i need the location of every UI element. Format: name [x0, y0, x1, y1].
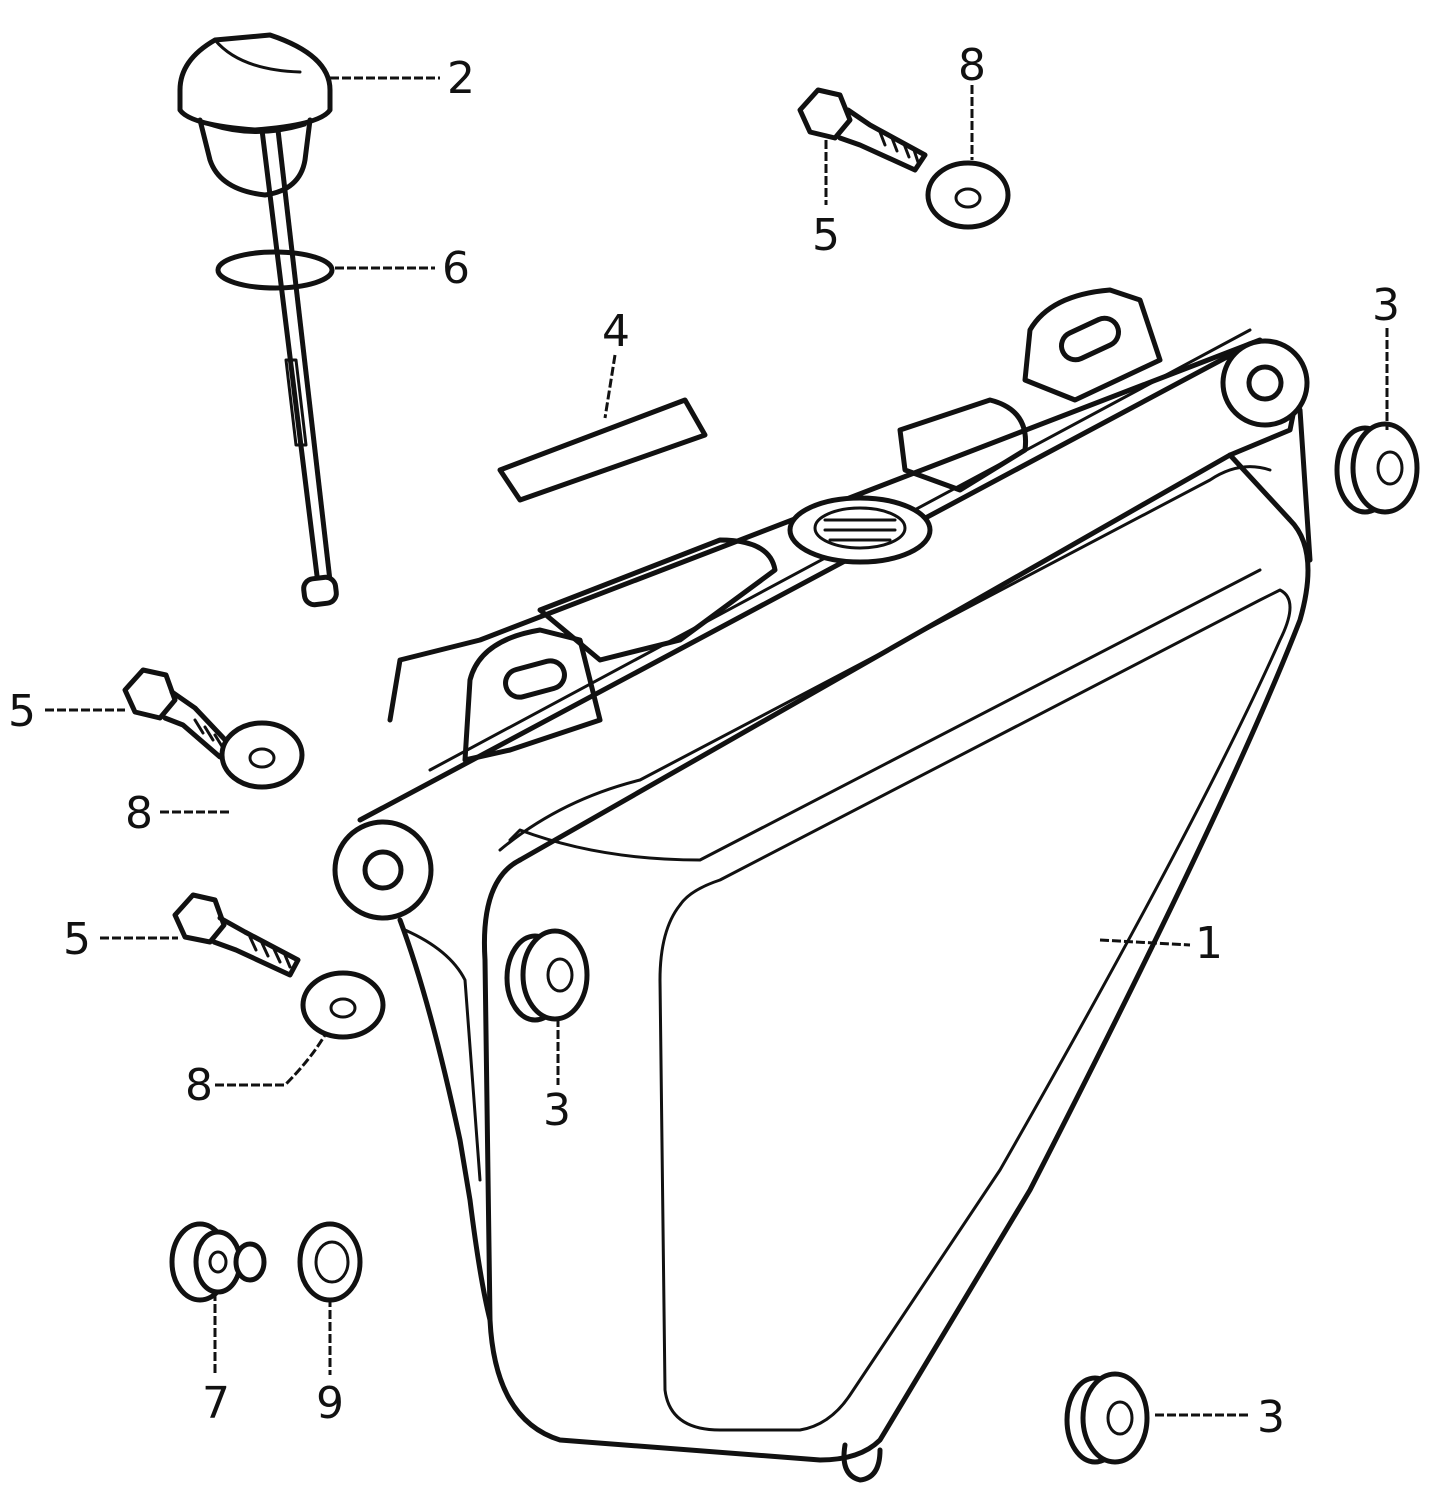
bolt-lower — [172, 892, 301, 978]
tank-top-boss — [537, 397, 1029, 663]
bolt-middle — [122, 667, 233, 760]
callout-labels: 1 2 3 3 3 4 5 5 5 6 7 8 8 8 9 — [8, 40, 1400, 1443]
tank-mount-tab-left — [462, 627, 603, 763]
tank-body — [357, 328, 1313, 1483]
callout-part-5-upper: 5 — [812, 210, 840, 261]
callout-part-5-middle: 5 — [8, 686, 36, 737]
grommet-lower-right — [1064, 1371, 1150, 1465]
tank-mount-eye-left — [332, 819, 434, 921]
callout-part-3-bottom-right: 3 — [1257, 1392, 1285, 1443]
callout-part-8-upper: 8 — [958, 40, 986, 91]
leader-lines — [45, 76, 1389, 1417]
callout-part-9: 9 — [316, 1378, 344, 1429]
callout-part-1: 1 — [1195, 918, 1223, 969]
callout-part-5-lower: 5 — [63, 914, 91, 965]
drain-bolt — [169, 1221, 267, 1303]
bolt-upper — [797, 87, 928, 173]
callout-part-3-tank-side: 3 — [543, 1085, 571, 1136]
dipstick-rod — [259, 127, 339, 608]
washer-lower — [300, 970, 386, 1040]
tank-filler-neck — [787, 495, 933, 565]
callout-part-3-top-right: 3 — [1372, 280, 1400, 331]
grommet-upper-right — [1334, 421, 1420, 515]
grommet-tank-side — [504, 928, 590, 1023]
callout-part-6: 6 — [442, 243, 470, 294]
washer-upper — [925, 160, 1011, 230]
o-ring — [215, 249, 335, 291]
sealing-washer — [297, 1221, 363, 1303]
callout-part-8-lower: 8 — [185, 1060, 213, 1111]
callout-part-4: 4 — [602, 306, 630, 357]
dipstick-cap — [177, 32, 333, 198]
callout-part-8-middle: 8 — [125, 788, 153, 839]
tank-mount-eye-right — [1220, 338, 1310, 428]
tank-mount-tab-right — [1022, 287, 1163, 403]
callout-part-2: 2 — [447, 53, 475, 104]
washer-middle — [219, 720, 305, 790]
warning-label — [497, 397, 708, 503]
callout-part-7: 7 — [202, 1378, 230, 1429]
